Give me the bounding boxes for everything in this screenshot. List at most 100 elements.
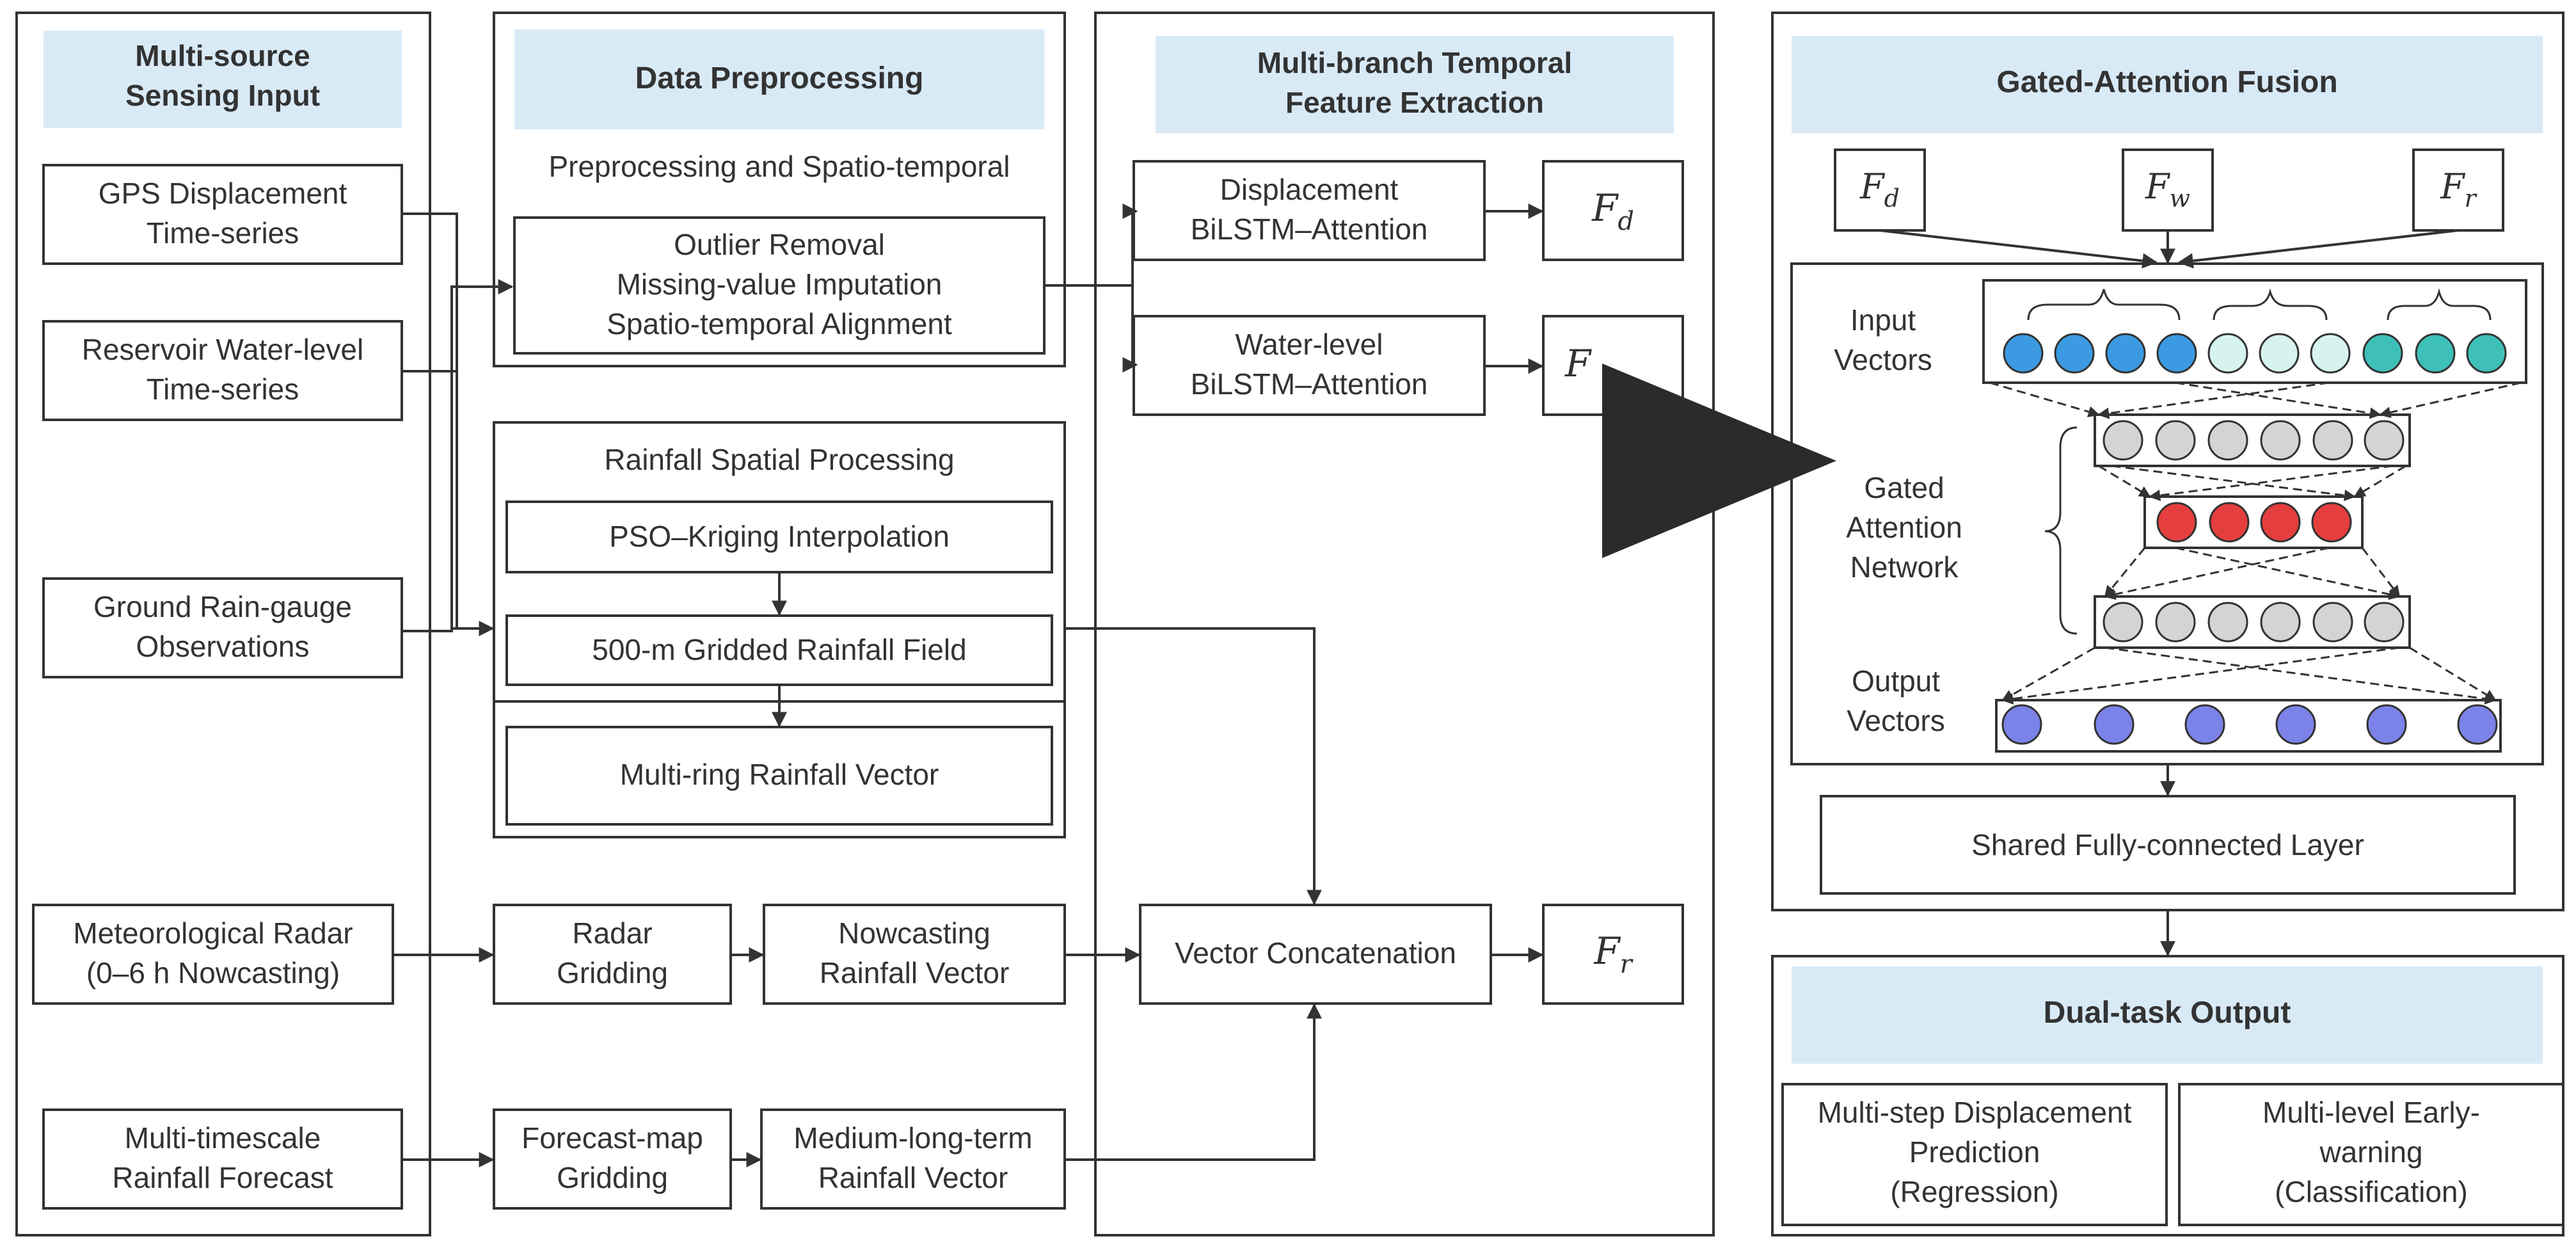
regression-box (1781, 1083, 2168, 1226)
regression-label-line2: Prediction (1909, 1135, 2040, 1169)
input-node-teal-2 (2415, 333, 2456, 374)
forecast-gridding-label-line1: Forecast-map (521, 1121, 703, 1155)
radar-box (32, 904, 394, 1005)
output-vector-layer (1995, 699, 2502, 753)
gated-label-line3: Network (1850, 550, 1959, 584)
fd-feature-symbol: Fd (1591, 186, 1634, 236)
output-vectors-label-line2: Vectors (1847, 704, 1944, 737)
forecast-box (42, 1108, 403, 1210)
preprocessing-title: Data Preprocessing (635, 61, 924, 95)
radar-gridding-label-line1: Radar (572, 916, 652, 950)
large-arrowhead (1602, 364, 1836, 558)
water-bilstm-box (1133, 315, 1486, 416)
hidden1-node (2103, 420, 2405, 461)
nowcasting-vector-label-line1: Nowcasting (838, 916, 990, 950)
input-node-light-3 (2310, 333, 2351, 374)
shared-fc-box (1820, 795, 2516, 895)
temporal-panel (1094, 12, 1715, 1236)
outlier-removal-label: Outlier Removal (674, 228, 885, 261)
medium-long-vector-box (760, 1108, 1066, 1210)
forecast-gridding-label-line2: Gridding (557, 1161, 668, 1194)
input-node-blue-2 (2054, 333, 2095, 374)
output-node (2001, 704, 2498, 745)
classification-label-line3: (Classification) (2275, 1175, 2468, 1208)
water-bilstm-label-line1: Water-level (1236, 328, 1383, 361)
hidden2-node (2103, 602, 2405, 643)
forecast-label-line2: Rainfall Forecast (112, 1161, 333, 1194)
fusion-title: Gated-Attention Fusion (1996, 65, 2337, 99)
alignment-label: Spatio-temporal Alignment (607, 307, 952, 340)
gate-node (2156, 502, 2352, 543)
input-panel-header (44, 31, 402, 128)
temporal-header (1156, 36, 1674, 133)
displacement-bilstm-label-line1: Displacement (1220, 173, 1399, 206)
medium-long-vector-label-line2: Rainfall Vector (818, 1161, 1008, 1194)
output-title: Dual-task Output (2044, 996, 2291, 1030)
output-header (1792, 966, 2543, 1064)
temporal-title-line2: Feature Extraction (1285, 86, 1544, 119)
input-group-brace-blue (2027, 289, 2181, 321)
input-node-blue-4 (2156, 333, 2197, 374)
multi-ring-box (505, 726, 1053, 826)
radar-label-line1: Meteorological Radar (73, 916, 353, 950)
input-vectors-label-line2: Vectors (1834, 343, 1932, 376)
imputation-label: Missing-value Imputation (617, 268, 942, 301)
input-node-blue-3 (2105, 333, 2146, 374)
displacement-bilstm-label-line2: BiLSTM–Attention (1191, 212, 1428, 246)
raingauge-label-line1: Ground Rain-gauge (93, 590, 352, 623)
gps-label-line2: Time-series (147, 216, 299, 250)
gated-network-brace (2044, 426, 2078, 635)
input-node-light-1 (2207, 333, 2248, 374)
nowcasting-vector-box (763, 904, 1066, 1005)
regression-label-line3: (Regression) (1890, 1175, 2058, 1208)
gps-label-line1: GPS Displacement (99, 177, 347, 210)
input-node-light-2 (2259, 333, 2300, 374)
radar-gridding-label-line2: Gridding (557, 956, 668, 989)
cleaning-box (513, 216, 1046, 355)
classification-box (2178, 1083, 2564, 1226)
displacement-bilstm-box (1133, 160, 1486, 261)
fusion-fd-box (1834, 148, 1926, 232)
input-node-teal-3 (2466, 333, 2507, 374)
raingauge-label-line2: Observations (136, 630, 309, 663)
water-bilstm-label-line2: BiLSTM–Attention (1191, 367, 1428, 401)
input-group-brace-teal (2387, 288, 2492, 321)
network-connections (1989, 381, 2522, 705)
rainfall-spatial-title: Rainfall Spatial Processing (604, 443, 954, 476)
output-vectors-label-line1: Output (1852, 664, 1940, 698)
raingauge-box (42, 577, 403, 678)
fr-feature-symbol: Fr (1593, 929, 1634, 979)
fw-feature-symbol: F (1564, 342, 1592, 385)
forecast-gridding-box (493, 1108, 732, 1210)
input-vectors-label-line1: Input (1850, 303, 1916, 337)
input-node-teal-1 (2362, 333, 2403, 374)
input-panel-title-line2: Sensing Input (125, 79, 320, 112)
classification-label-line2: warning (2319, 1135, 2422, 1169)
reservoir-label-line2: Time-series (147, 372, 299, 406)
input-node-blue-1 (2003, 333, 2044, 374)
fr-feature-box (1542, 904, 1684, 1005)
gated-label-line1: Gated (1864, 471, 1944, 504)
vector-concat-label: Vector Concatenation (1175, 936, 1456, 970)
preprocessing-panel (493, 12, 1066, 367)
hidden-layer-1 (2094, 413, 2411, 467)
multi-ring-label: Multi-ring Rainfall Vector (620, 758, 939, 791)
fusion-fw-symbol: Fw (2145, 166, 2190, 212)
pso-kriging-box (505, 500, 1053, 573)
forecast-label-line1: Multi-timescale (125, 1121, 321, 1155)
vector-concat-box (1139, 904, 1492, 1005)
hidden-layer-2 (2094, 595, 2411, 649)
fusion-fr-symbol: Fr (2440, 166, 2477, 212)
radar-label-line2: (0–6 h Nowcasting) (86, 956, 340, 989)
regression-label-line1: Multi-step Displacement (1818, 1096, 2132, 1129)
input-group-brace-light (2213, 288, 2328, 321)
gps-box (42, 164, 403, 265)
input-panel (15, 12, 431, 1236)
fd-feature-box (1542, 160, 1684, 261)
input-panel-title-line1: Multi-source (135, 39, 310, 72)
gated-label-line2: Attention (1846, 511, 1962, 544)
nowcasting-vector-label-line2: Rainfall Vector (820, 956, 1010, 989)
reservoir-box (42, 320, 403, 421)
reservoir-label-line1: Reservoir Water-level (82, 333, 364, 366)
